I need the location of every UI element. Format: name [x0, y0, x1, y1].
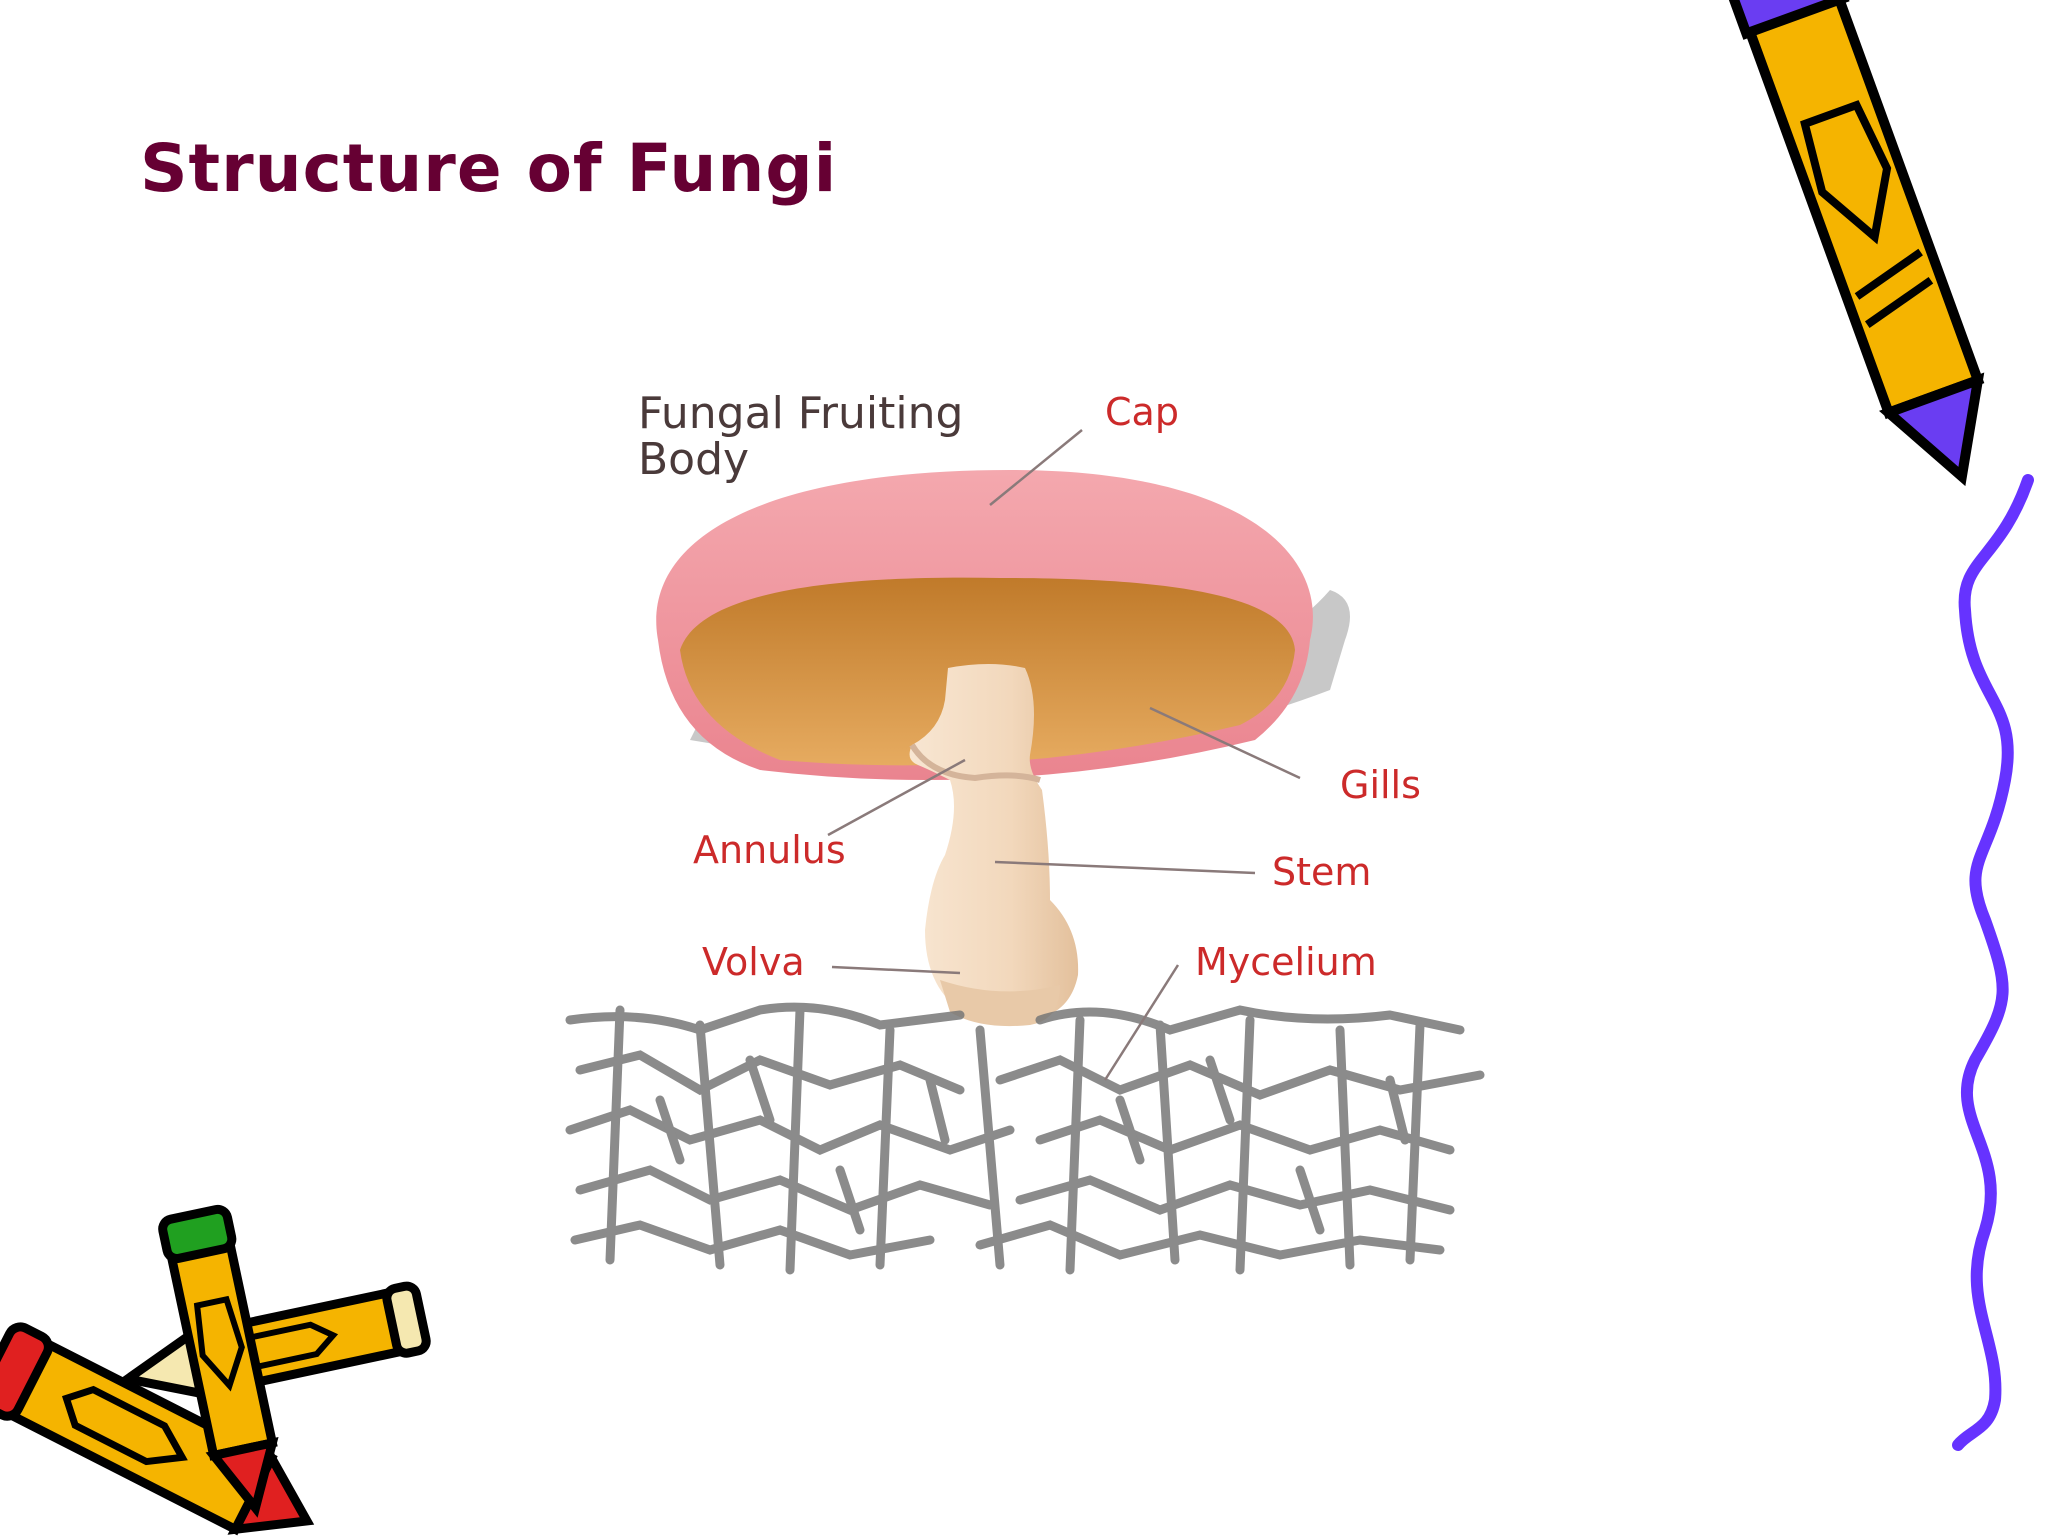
gills-leader-line — [1149, 706, 1301, 780]
label-mycelium: Mycelium — [1195, 940, 1377, 984]
label-stem: Stem — [1272, 850, 1371, 894]
label-annulus: Annulus — [693, 828, 846, 872]
mycelium-leader-line — [1103, 964, 1180, 1081]
leader-lines — [827, 429, 1301, 1081]
pencil-icon-top-right — [1724, 0, 1985, 487]
mushroom-stem — [909, 664, 1079, 1022]
annulus-leader-line — [827, 758, 966, 837]
mushroom-volva — [940, 980, 1060, 1027]
stem-leader-line — [994, 860, 1256, 875]
diagram-heading-line2: Body — [638, 434, 749, 485]
mushroom-annulus — [909, 743, 1041, 783]
slide-title: Structure of Fungi — [140, 130, 838, 207]
decorative-squiggle — [1952, 474, 2034, 1451]
pencil-icon-bottom-left-vertical — [158, 1204, 279, 1518]
label-cap: Cap — [1105, 390, 1179, 434]
diagram-heading-line1: Fungal Fruiting — [638, 388, 963, 439]
volva-leader-line — [831, 965, 961, 975]
cap-leader-line — [989, 429, 1083, 506]
label-volva: Volva — [702, 940, 805, 984]
pencil-icon-bottom-left-green — [116, 1281, 431, 1400]
mycelium-network — [565, 1002, 1485, 1275]
pencil-icon-bottom-left-red — [0, 1322, 315, 1536]
label-gills: Gills — [1340, 763, 1421, 807]
mushroom-diagram — [656, 470, 1350, 1027]
